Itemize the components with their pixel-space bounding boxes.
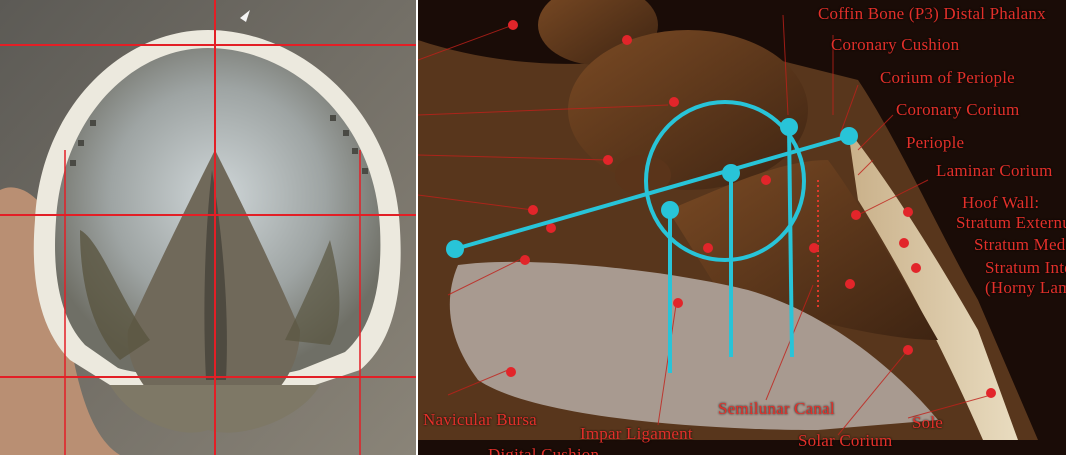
label-coffin-bone: Coffin Bone (P3) Distal Phalanx xyxy=(818,5,1046,22)
hoof-sole-photo xyxy=(0,0,416,455)
label-stratum-medium: Stratum Medium xyxy=(974,236,1066,253)
label-digital-cushion: Digital Cushion xyxy=(488,446,599,455)
label-horny-laminae: (Horny Laminae) xyxy=(985,279,1066,296)
point-navicular xyxy=(661,201,679,219)
point-coffin-joint-center xyxy=(722,164,740,182)
label-sole: Sole xyxy=(912,414,943,431)
label-semilunar-canal: Semilunar Canal xyxy=(718,400,835,417)
hoof-sole-illustration xyxy=(0,0,416,455)
label-coronary-cushion: Coronary Cushion xyxy=(831,36,959,53)
label-stratum-externum: Stratum Externum xyxy=(956,214,1066,231)
point-coronary-band xyxy=(840,127,858,145)
hoof-anatomy-diagram: Coffin Bone (P3) Distal Phalanx Coronary… xyxy=(418,0,1066,455)
label-impar-ligament: Impar Ligament xyxy=(580,425,693,442)
label-laminar-corium: Laminar Corium xyxy=(936,162,1053,179)
label-hoof-wall: Hoof Wall: xyxy=(962,194,1039,211)
label-solar-corium: Solar Corium xyxy=(798,432,892,449)
label-navicular-bursa: Navicular Bursa xyxy=(423,411,537,428)
point-pastern xyxy=(446,240,464,258)
label-corium-of-periople: Corium of Periople xyxy=(880,69,1015,86)
point-extensor-process xyxy=(780,118,798,136)
label-periople: Periople xyxy=(906,134,964,151)
label-stratum-internum: Stratum Internum xyxy=(985,259,1066,276)
label-coronary-corium: Coronary Corium xyxy=(896,101,1019,118)
